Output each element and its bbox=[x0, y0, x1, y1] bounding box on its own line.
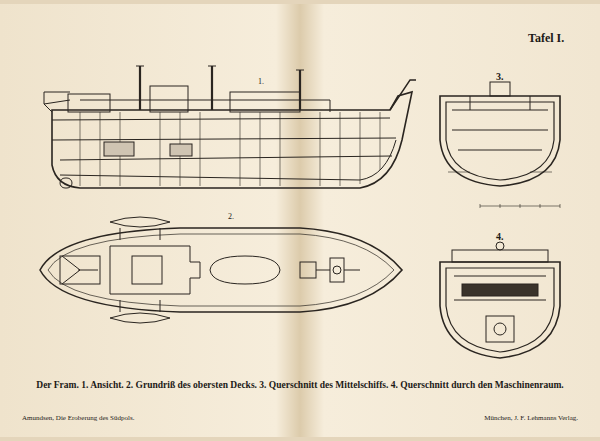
callout-number: 3. bbox=[496, 71, 504, 82]
callout-number-holder: 1. bbox=[258, 70, 264, 88]
publisher-note: München, J. F. Lehmanns Verlag. bbox=[484, 415, 578, 423]
callout-number-holder: 3. bbox=[496, 66, 504, 84]
plate-caption-holder: Der Fram. 1. Ansicht. 2. Grundriß des ob… bbox=[36, 374, 563, 392]
plate-caption: Der Fram. 1. Ansicht. 2. Grundriß des ob… bbox=[36, 380, 563, 390]
plate-number-holder: Tafel I. bbox=[528, 28, 564, 46]
callout-number-holder: 4. bbox=[496, 226, 504, 244]
plate-number: Tafel I. bbox=[528, 32, 564, 45]
deck-plan bbox=[40, 217, 402, 323]
callout-number-holder: 2. bbox=[228, 205, 234, 223]
publisher-note-holder: München, J. F. Lehmanns Verlag. bbox=[484, 406, 578, 424]
book-title: Amundsen, Die Eroberung des Südpols. bbox=[22, 415, 134, 423]
callout-number: 1. bbox=[258, 78, 264, 87]
side-view bbox=[44, 66, 416, 188]
callout-number: 4. bbox=[496, 231, 504, 242]
callout-number: 2. bbox=[228, 213, 234, 222]
engine-section bbox=[440, 242, 560, 358]
book-title-holder: Amundsen, Die Eroberung des Südpols. bbox=[22, 406, 134, 424]
midship-section bbox=[440, 82, 560, 208]
